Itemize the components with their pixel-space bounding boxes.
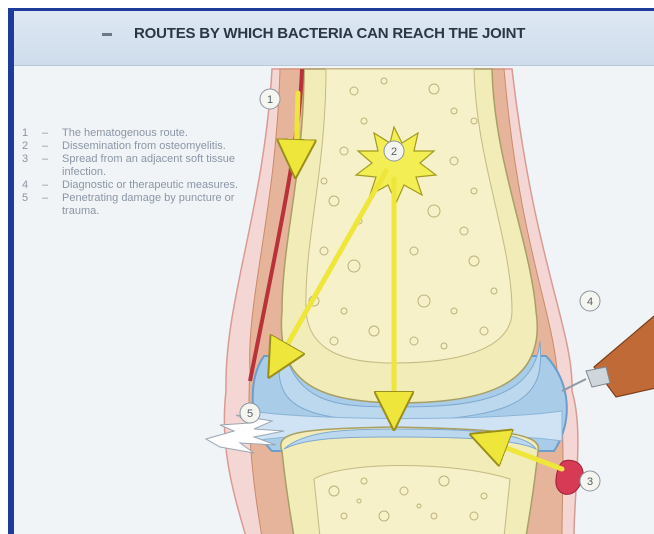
legend-item: 1 – The hematogenous route. xyxy=(22,127,242,140)
legend-dash: – xyxy=(42,140,62,153)
svg-text:1: 1 xyxy=(267,94,273,106)
legend-item: 3 – Spread from an adjacent soft tissue … xyxy=(22,153,242,179)
svg-text:2: 2 xyxy=(391,146,397,158)
arrow-route-1 xyxy=(296,93,298,159)
legend-text: The hematogenous route. xyxy=(62,127,242,140)
callout-1: 1 xyxy=(260,89,280,109)
syringe-icon xyxy=(562,311,654,397)
legend-dash: – xyxy=(42,127,62,140)
callout-5: 5 xyxy=(240,403,260,423)
legend-text: Penetrating damage by puncture or trauma… xyxy=(62,192,242,218)
callout-4: 4 xyxy=(580,291,600,311)
legend-number: 1 xyxy=(22,127,42,140)
legend-text: Diagnostic or therapeutic measures. xyxy=(62,179,242,192)
callout-3: 3 xyxy=(580,471,600,491)
callout-2: 2 xyxy=(384,141,404,161)
svg-text:3: 3 xyxy=(587,476,593,488)
legend-text: Spread from an adjacent soft tissue infe… xyxy=(62,153,242,179)
legend-number: 2 xyxy=(22,140,42,153)
svg-text:5: 5 xyxy=(247,408,253,420)
legend-item: 2 – Dissemination from osteomyelitis. xyxy=(22,140,242,153)
lower-medulla xyxy=(314,466,510,534)
joint-diagram: 1 2 3 4 5 xyxy=(14,11,654,534)
legend-dash: – xyxy=(42,153,62,179)
svg-text:4: 4 xyxy=(587,296,593,308)
legend-text: Dissemination from osteomyelitis. xyxy=(62,140,242,153)
legend-item: 4 – Diagnostic or therapeutic measures. xyxy=(22,179,242,192)
legend-number: 4 xyxy=(22,179,42,192)
legend-number: 3 xyxy=(22,153,42,179)
legend-number: 5 xyxy=(22,192,42,218)
legend-dash: – xyxy=(42,192,62,218)
legend-item: 5 – Penetrating damage by puncture or tr… xyxy=(22,192,242,218)
legend-dash: – xyxy=(42,179,62,192)
soft-tissue-abscess xyxy=(556,460,583,494)
figure-frame: ROUTES BY WHICH BACTERIA CAN REACH THE J… xyxy=(8,8,654,534)
legend: 1 – The hematogenous route. 2 – Dissemin… xyxy=(22,127,242,218)
